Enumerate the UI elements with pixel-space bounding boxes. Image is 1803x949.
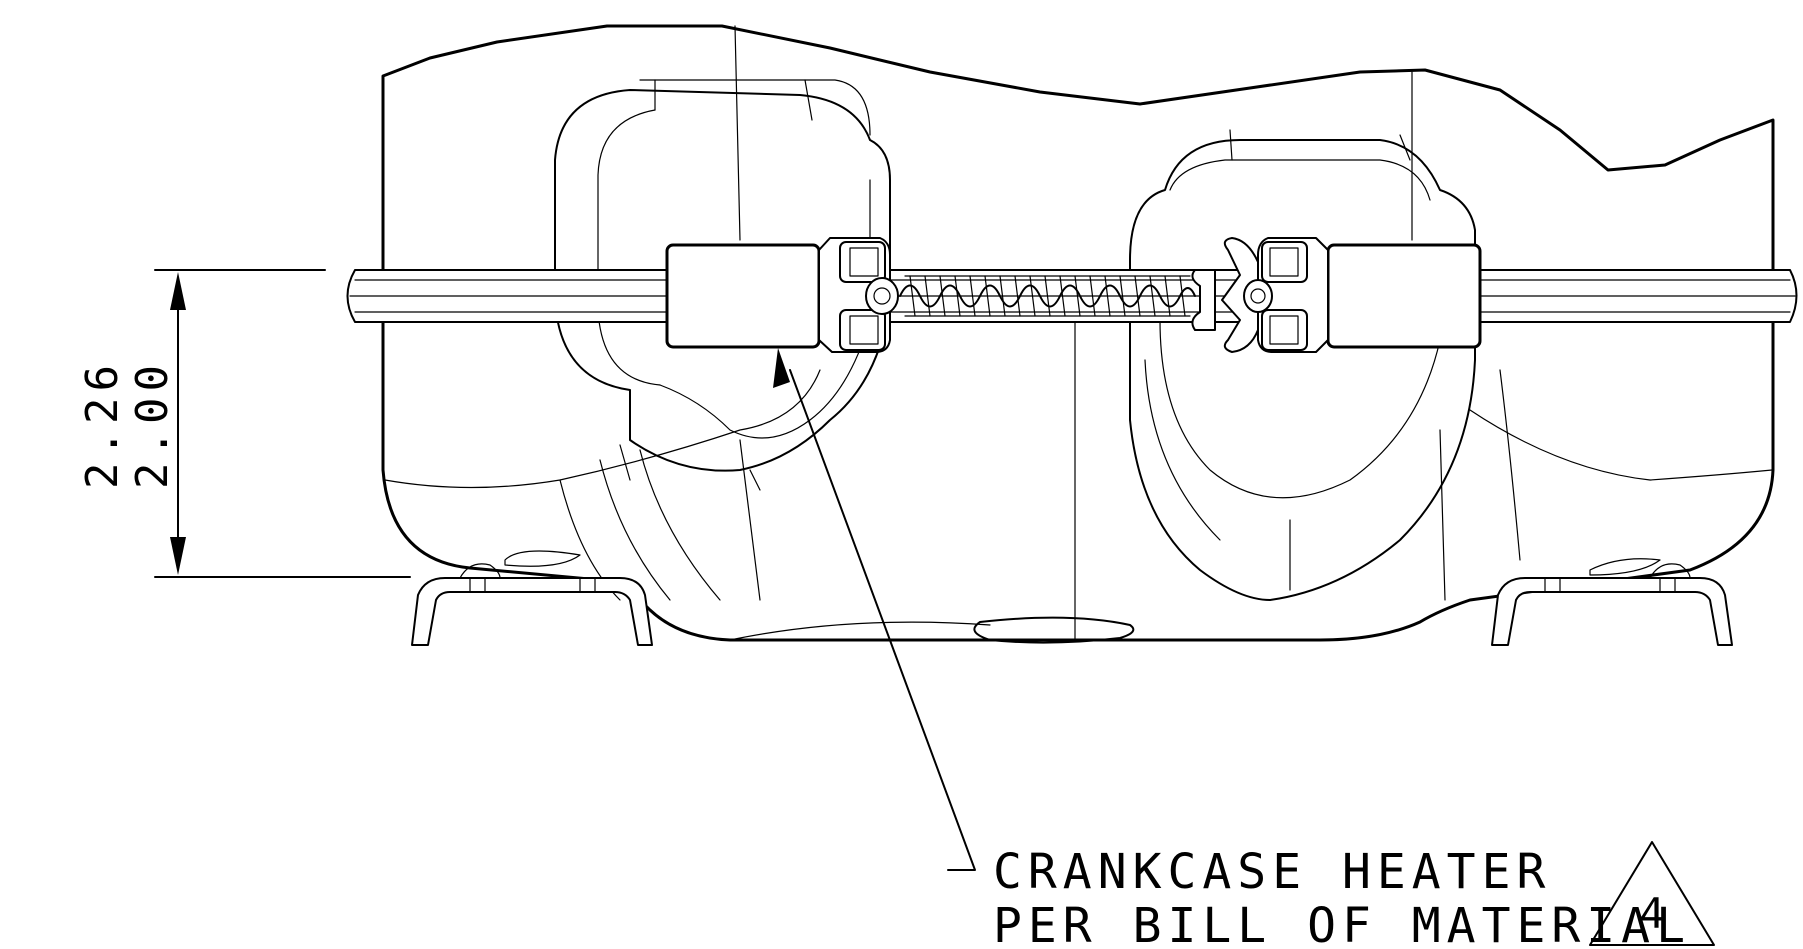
mounting-foot-left [411,563,653,646]
right-dome [1129,129,1476,601]
callout-line-1: CRANKCASE HEATER [993,844,1551,900]
heater-band [346,269,1798,323]
callout-line-2: PER BILL OF MATERIAL [993,898,1691,949]
revision-marker: 4 [1639,889,1664,938]
dimension-arrow-bottom [170,537,186,575]
heater-left-block [665,237,899,353]
leader-arrowhead [773,348,790,388]
callout-leader [773,348,976,871]
revision-triangle: 4 [1589,841,1715,946]
tension-spring [899,275,1196,317]
dimension-outer-value: 2.26 [77,359,128,489]
heater-right-block [1191,237,1482,353]
dimension-inner-value: 2.00 [127,359,178,489]
height-dimension: 2.26 2.00 [77,269,411,578]
compressor-body [381,24,1775,644]
dimension-arrow-top [170,272,186,310]
mounting-foot-right [1491,563,1733,646]
